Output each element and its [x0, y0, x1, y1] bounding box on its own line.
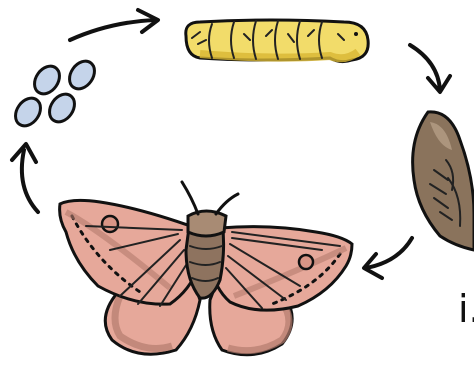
arrow-caterpillar-to-pupa: [410, 45, 450, 92]
arrow-eggs-to-caterpillar: [70, 10, 158, 40]
caterpillar: [186, 20, 368, 62]
moth-wing-spot: [102, 216, 118, 232]
moth-wing-spot: [299, 255, 313, 269]
pupa: [413, 112, 474, 250]
arrow-moth-to-eggs: [12, 144, 38, 212]
moth: [60, 182, 352, 355]
egg: [10, 93, 45, 130]
egg: [64, 56, 99, 93]
arrow-pupa-to-moth: [364, 238, 412, 278]
moth-antenna: [216, 194, 238, 214]
cut-off-label: i.: [458, 290, 474, 328]
egg: [29, 61, 64, 98]
eggs-cluster: [10, 56, 99, 130]
egg: [44, 89, 79, 126]
moth-antenna: [182, 182, 198, 214]
